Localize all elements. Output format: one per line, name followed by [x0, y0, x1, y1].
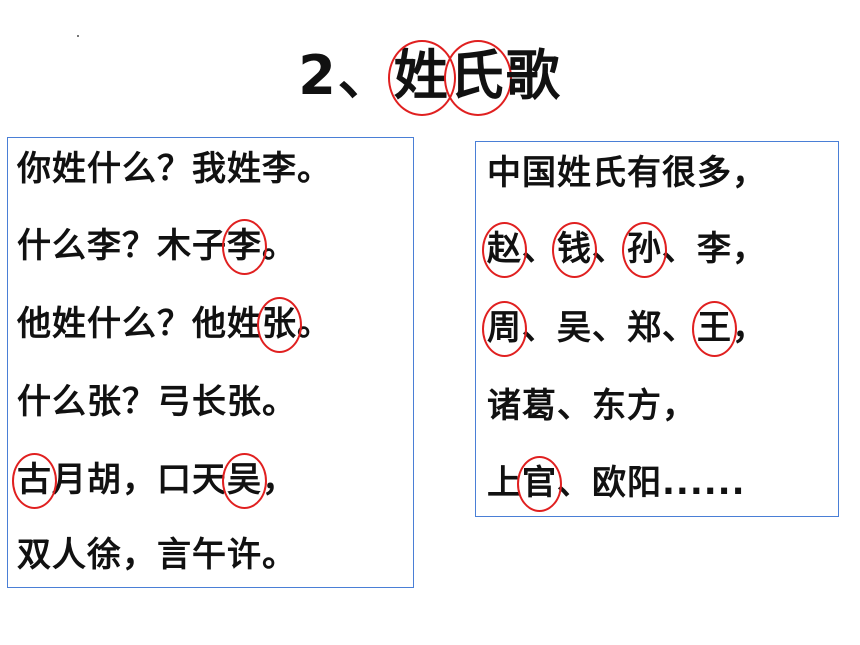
title-char-ge: 歌: [505, 44, 562, 107]
left-poem-box: [7, 137, 414, 588]
circled-char-sun: 孙: [622, 222, 667, 278]
circled-char-zhou: 周: [482, 301, 527, 357]
circled-char-qian: 钱: [552, 222, 597, 278]
left-line-3: 他姓什么？他姓张。: [17, 297, 332, 353]
title-char-shi-circled: 氏: [443, 40, 512, 116]
circled-char-zhang: 张: [257, 297, 302, 353]
left-line-1: 你姓什么？我姓李。: [17, 149, 332, 189]
right-poem-box: [475, 141, 839, 517]
circled-char-li: 李: [222, 219, 267, 275]
circled-char-zhao: 赵: [482, 222, 527, 278]
right-line-5: 上官、欧阳......: [487, 456, 746, 512]
right-line-1: 中国姓氏有很多，: [487, 153, 767, 193]
circled-char-gu: 古: [12, 453, 57, 509]
circled-char-guan: 官: [517, 456, 562, 512]
left-line-5: 古月胡，口天吴，: [12, 453, 297, 509]
page-title: 2、姓氏歌: [0, 40, 860, 116]
left-line-6: 双人徐，言午许。: [17, 535, 297, 575]
title-char-xing-circled: 姓: [387, 40, 456, 116]
right-line-3: 周、吴、郑、王，: [482, 301, 767, 357]
stray-dot: [77, 35, 79, 37]
left-line-2: 什么李？木子李。: [17, 219, 297, 275]
right-line-2: 赵、钱、孙、李，: [482, 222, 767, 278]
circled-char-wang: 王: [692, 301, 737, 357]
circled-char-wu: 吴: [222, 453, 267, 509]
left-line-4: 什么张？弓长张。: [17, 382, 297, 422]
right-line-4: 诸葛、东方，: [487, 386, 697, 426]
title-number: 2、: [298, 44, 394, 107]
